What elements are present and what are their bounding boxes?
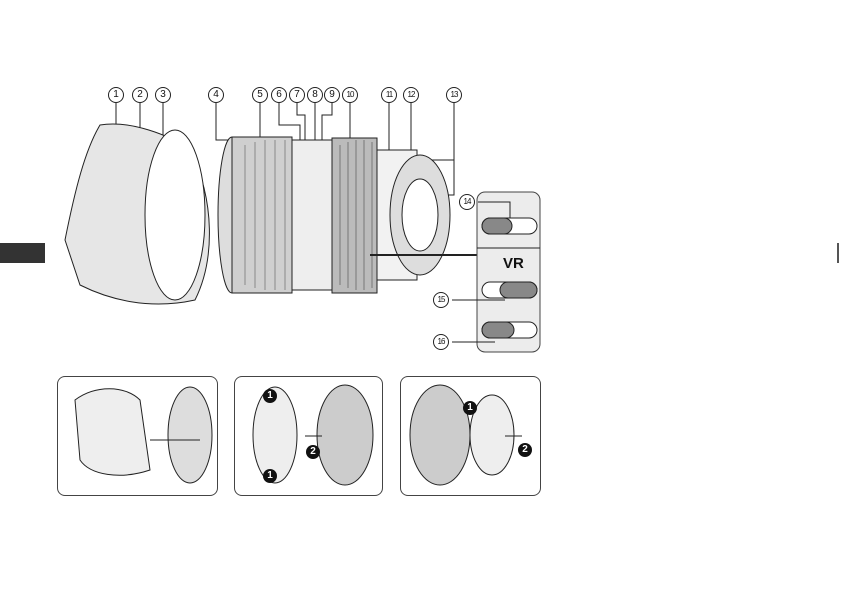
callout-1: 1 <box>108 87 124 103</box>
callout-4: 4 <box>208 87 224 103</box>
callout-6: 6 <box>271 87 287 103</box>
callout-11: 11 <box>381 87 397 103</box>
panel-rear-cap <box>400 376 541 496</box>
callout-5: 5 <box>252 87 268 103</box>
panel-front-cap <box>234 376 383 496</box>
section-tab <box>0 243 45 263</box>
callout-7: 7 <box>289 87 305 103</box>
page-edge-marker <box>837 243 839 263</box>
callout-15: 15 <box>433 292 449 308</box>
callout-16: 16 <box>433 334 449 350</box>
panel-attach-hood <box>57 376 218 496</box>
callout-13: 13 <box>446 87 462 103</box>
step-2-marker: 2 <box>518 443 532 457</box>
step-1-marker: 1 <box>463 401 477 415</box>
callout-10: 10 <box>342 87 358 103</box>
callout-8: 8 <box>307 87 323 103</box>
callout-14: 14 <box>459 194 475 210</box>
step-2-marker: 2 <box>306 445 320 459</box>
step-1-marker: 1 <box>263 469 277 483</box>
callout-12: 12 <box>403 87 419 103</box>
callout-9: 9 <box>324 87 340 103</box>
callout-3: 3 <box>155 87 171 103</box>
callout-2: 2 <box>132 87 148 103</box>
vr-switch-label: VR <box>503 255 524 272</box>
step-1-marker: 1 <box>263 389 277 403</box>
